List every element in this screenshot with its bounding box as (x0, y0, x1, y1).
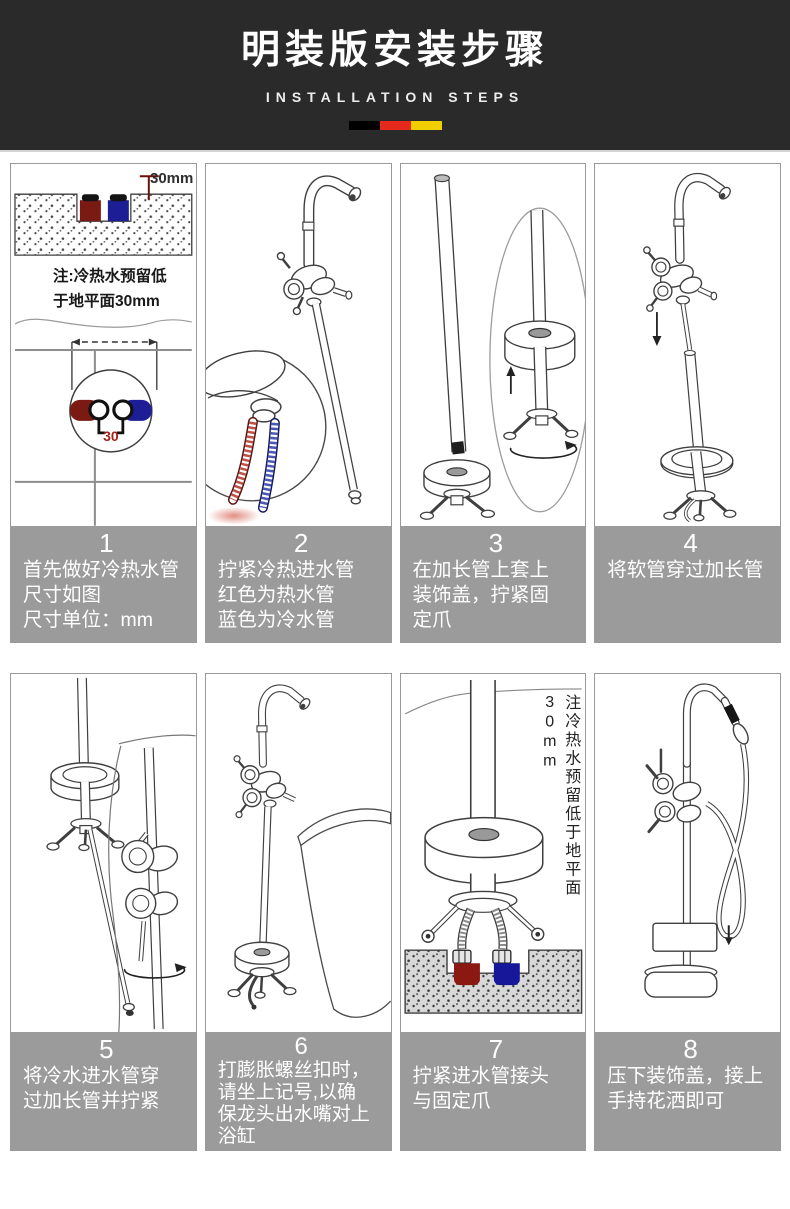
cold-inlet-through-extension-drawing (46, 677, 196, 1032)
fixing-claw (419, 488, 495, 520)
step-6-illustration (205, 674, 391, 1032)
finished-faucet-handshower-drawing (644, 683, 750, 998)
flag-stripe-decoration (0, 121, 790, 130)
pipe-ring-claw-assembly (46, 677, 125, 852)
bathtub (296, 808, 391, 1018)
page-header: 明装版安装步骤 INSTALLATION STEPS (0, 0, 790, 152)
valve-detail-right (108, 734, 196, 1032)
step-2-caption: 2 拧紧冷热进水管 红色为热水管 蓝色为冷水管 (205, 526, 391, 642)
vertical-reserve-depth-note: 注冷热水预留低于地平面30mm (541, 694, 580, 898)
steps-grid: 30 30mm 注:冷热水预留低 于地平面30mm 1 首先做好冷热水管 尺寸如… (0, 152, 790, 1151)
faucet-underside-detail (205, 350, 286, 423)
hot-pipe-stub (79, 200, 101, 222)
extension-pipe (433, 174, 466, 455)
floor-pipe-dimension-drawing: 30 (14, 175, 193, 526)
fixing-claw (420, 890, 544, 943)
flag-black-stripe (348, 121, 380, 130)
step-1-illustration: 30 30mm 注:冷热水预留低 于地平面30mm (11, 164, 196, 526)
step-number: 1 (99, 528, 114, 558)
step-panel-6: 6 打膨胀螺丝扣时， 请坐上记号,以确 保龙头出水嘴对上 浴缸 (204, 673, 392, 1151)
connector-nuts (451, 949, 511, 964)
cold-water-braided-hose (257, 417, 280, 513)
hot-pipe-elbow (453, 963, 480, 986)
inlet-joint-fixing-claw-drawing (403, 679, 582, 1014)
flag-red-stripe (379, 121, 411, 130)
extension-pipe-cover-claw-drawing (419, 174, 586, 520)
page-title: 明装版安装步骤 (240, 29, 549, 72)
step-number: 5 (99, 1034, 114, 1064)
step-2-illustration (205, 164, 391, 526)
step-number: 4 (683, 528, 698, 558)
valve-cluster (645, 748, 702, 834)
flexible-hose (680, 303, 693, 351)
handshower-head (732, 723, 750, 745)
rotate-arrow (123, 966, 186, 979)
step-panel-2: 2 拧紧冷热进水管 红色为热水管 蓝色为冷水管 (204, 163, 392, 643)
hose-through-extension-drawing (643, 172, 737, 523)
rotate-arrow (509, 444, 577, 459)
cold-inlet-hose (87, 829, 135, 1017)
step-panel-8: 8 压下装饰盖，接上 手持花洒即可 (594, 673, 781, 1151)
step-panel-3: 3 在加长管上套上 装饰盖，拧紧固 定爪 (399, 163, 587, 643)
floor-wavy-line (14, 318, 192, 328)
shower-hose-loop (705, 743, 750, 940)
step-8-illustration (595, 674, 780, 1032)
step-7-illustration: 注冷热水预留低于地平面30mm (400, 674, 586, 1032)
step-4-caption: 4 将软管穿过加长管 (595, 526, 780, 642)
step-number: 2 (293, 528, 309, 558)
pipe-into-claw (690, 451, 707, 495)
step-5-illustration (11, 674, 196, 1032)
pipe-spacing-dimension: 30 (103, 428, 119, 444)
step-panel-4: 4 将软管穿过加长管 (594, 163, 781, 643)
page-subtitle: INSTALLATION STEPS (265, 89, 525, 105)
faucet-beside-bathtub-drawing (227, 684, 391, 1018)
step-6-caption: 6 打膨胀螺丝扣时， 请坐上记号,以确 保龙头出水嘴对上 浴缸 (205, 1032, 391, 1150)
floor-base (644, 964, 718, 998)
step-4-illustration (595, 164, 780, 526)
faucet-upper-body (643, 172, 732, 312)
step-panel-5: 5 将冷水进水管穿 过加长管并拧紧 (10, 673, 197, 1151)
step-5-caption: 5 将冷水进水管穿 过加长管并拧紧 (11, 1032, 196, 1150)
step-3-caption: 3 在加长管上套上 装饰盖，拧紧固 定爪 (400, 526, 586, 642)
decorative-cover (422, 459, 491, 499)
red-glow-smudge (207, 506, 260, 525)
step-3-illustration (400, 164, 586, 526)
step-panel-1: 30 30mm 注:冷热水预留低 于地平面30mm 1 首先做好冷热水管 尺寸如… (10, 163, 197, 643)
gooseneck-and-handshower (683, 683, 750, 768)
cold-pipe-elbow (493, 963, 520, 986)
step-panel-7: 注冷热水预留低于地平面30mm 7 拧紧进水管接头 与固定爪 (399, 673, 587, 1151)
complete-faucet (227, 684, 311, 1010)
faucet-body (276, 175, 362, 505)
cold-pipe-stub (107, 200, 129, 222)
step-1-caption: 1 首先做好冷热水管 尺寸如图 尺寸单位：mm (11, 526, 196, 642)
handshower-black-band (723, 703, 741, 724)
step-number: 3 (488, 528, 504, 558)
step-8-caption: 8 压下装饰盖，接上 手持花洒即可 (595, 1032, 780, 1150)
fixing-claw (663, 490, 737, 523)
reserve-depth-note: 注:冷热水预留低 于地平面30mm (53, 268, 167, 310)
decorative-cover (423, 816, 543, 885)
assembly-detail-in-oval (502, 210, 578, 459)
step-number: 6 (294, 1033, 308, 1060)
step-7-caption: 7 拧紧进水管接头 与固定爪 (400, 1032, 586, 1150)
step-number: 8 (683, 1034, 698, 1064)
decorative-cover-band (652, 922, 733, 952)
hot-water-braided-hose (227, 416, 258, 505)
concrete-cross-section (14, 193, 193, 256)
flag-yellow-stripe (410, 121, 442, 130)
step-number: 7 (488, 1034, 504, 1064)
depth-dimension-label: 30mm (150, 170, 194, 187)
extension-pipe (684, 349, 705, 455)
braided-hoses (456, 907, 508, 950)
stippled-ground (403, 949, 582, 1014)
faucet-hose-connection-drawing (205, 175, 362, 525)
